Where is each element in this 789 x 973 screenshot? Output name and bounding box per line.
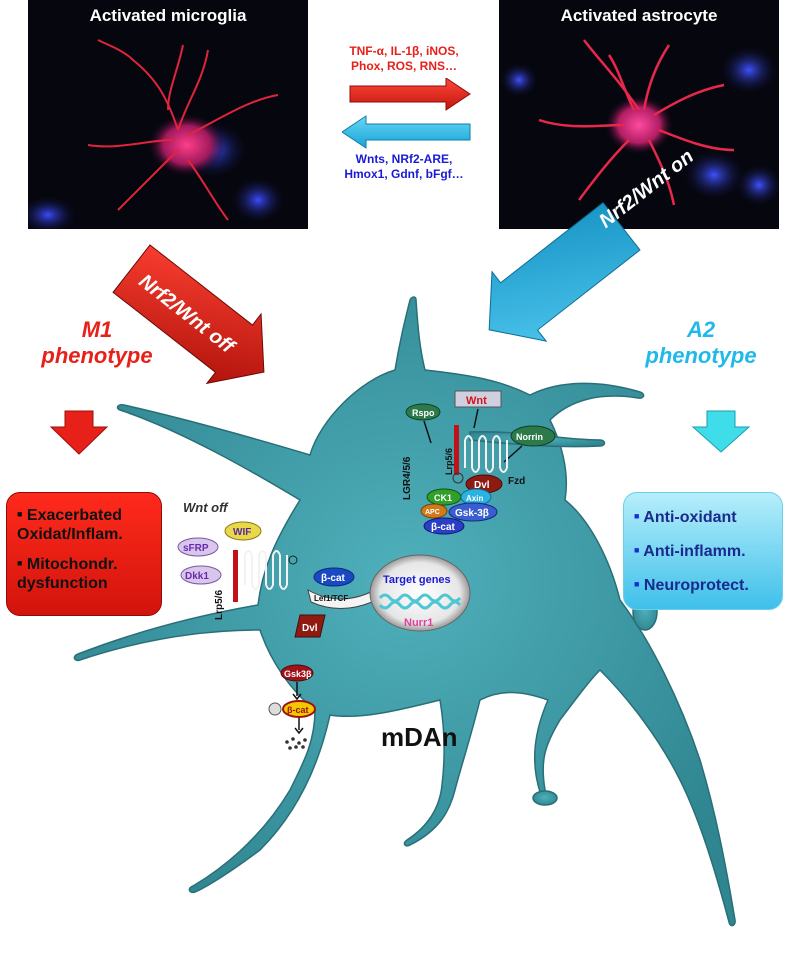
axin-label: Axin (466, 494, 483, 503)
sfrp-label: sFRP (183, 543, 209, 554)
wnt-label: Wnt (466, 395, 487, 407)
mdan-label: mDAn (381, 722, 458, 752)
m1-phenotype-label: phenotype (41, 343, 153, 368)
target-genes-label: Target genes (383, 574, 451, 586)
m1-item-2: ■ Mitochondr. dysfunction (17, 556, 118, 592)
arrow-to-astrocyte (349, 78, 471, 111)
a2-item-2: ■ Anti-inflamm. (634, 543, 746, 560)
a2-item-3: ■ Neuroprotect. (634, 577, 749, 594)
nurr1-label: Nurr1 (404, 617, 433, 629)
lrp56-left-label: Lrp5/6 (214, 590, 225, 620)
m1-phenotype: M1 phenotype (22, 317, 172, 369)
astrocyte-title: Activated astrocyte (560, 6, 718, 25)
a2-outcomes-box: ■ Anti-oxidant ■ Anti-inflamm. ■ Neuropr… (623, 492, 783, 610)
protective-factors: Wnts, NRf2-ARE, Hmox1, Gdnf, bFgf… (318, 152, 490, 182)
lgr-label: LGR4/5/6 (402, 456, 413, 500)
astrocyte-panel: Activated astrocyte (499, 0, 779, 229)
m1-item-1: ■ Exacerbated Oxidat/Inflam. (17, 507, 123, 543)
bcat-right-label: β-cat (431, 522, 456, 533)
lrp56-right-label: Lrp5/6 (444, 448, 454, 475)
bcat-degraded-label: β-cat (287, 705, 309, 715)
dvl-right-label: Dvl (474, 480, 490, 491)
bcat-tcf-complex: β-cat Lef1/TCF (307, 567, 376, 609)
fzd-label: Fzd (508, 476, 525, 487)
degradation-pathway: Dvl Gsk3β β-cat (268, 614, 326, 750)
a2-label: A2 (686, 317, 716, 342)
wnt-off-complex: Wnt off WIF sFRP Dkk1 Lrp5/6 (177, 500, 298, 620)
a2-down-arrow (691, 410, 751, 453)
wnt-on-complex: Rspo Wnt Norrin LGR4/5/6 Lrp5/6 Fzd Dvl … (402, 390, 556, 535)
microglia-image (28, 39, 286, 229)
ck1-label: CK1 (434, 493, 452, 503)
astrocyte-image (499, 39, 779, 207)
pro-inflammatory-factors: TNF-α, IL-1β, iNOS, Phox, ROS, RNS… (318, 44, 490, 74)
wnt-off-label: Wnt off (183, 500, 229, 515)
on-arrow-label: Nrf2/Wnt on (595, 146, 698, 233)
dvl-left-label: Dvl (302, 623, 318, 634)
protective-line-1: Wnts, NRf2-ARE, (355, 152, 453, 166)
rspo-label: Rspo (412, 408, 435, 418)
norrin-label: Norrin (516, 432, 543, 442)
lef-tcf-label: Lef1/TCF (314, 594, 348, 603)
apc-label: APC (425, 509, 440, 516)
target-genes-nucleus: Target genes Nurr1 (369, 554, 471, 632)
m1-label: M1 (81, 317, 113, 342)
exchange-arrows (342, 78, 471, 149)
pro-inflammatory-line-2: Phox, ROS, RNS… (350, 59, 457, 73)
m1-outcomes-box: ■ Exacerbated Oxidat/Inflam. ■ Mitochond… (6, 492, 162, 616)
bcat-nuclear-label: β-cat (321, 573, 346, 584)
a2-phenotype-label: phenotype (645, 343, 757, 368)
microglia-title: Activated microglia (89, 6, 247, 25)
protective-line-2: Hmox1, Gdnf, bFgf… (344, 167, 464, 181)
m1-down-arrow (49, 410, 109, 455)
a2-phenotype: A2 phenotype (626, 317, 776, 369)
pro-inflammatory-line-1: TNF-α, IL-1β, iNOS, (349, 44, 459, 58)
gsk3b-right-label: Gsk-3β (455, 508, 489, 519)
arrow-to-microglia (342, 115, 471, 149)
dkk1-label: Dkk1 (185, 571, 209, 582)
a2-item-1: ■ Anti-oxidant (634, 509, 737, 526)
wif-label: WIF (233, 527, 251, 538)
gsk3b-left-label: Gsk3β (284, 669, 312, 679)
microglia-panel: Activated microglia (28, 0, 308, 229)
